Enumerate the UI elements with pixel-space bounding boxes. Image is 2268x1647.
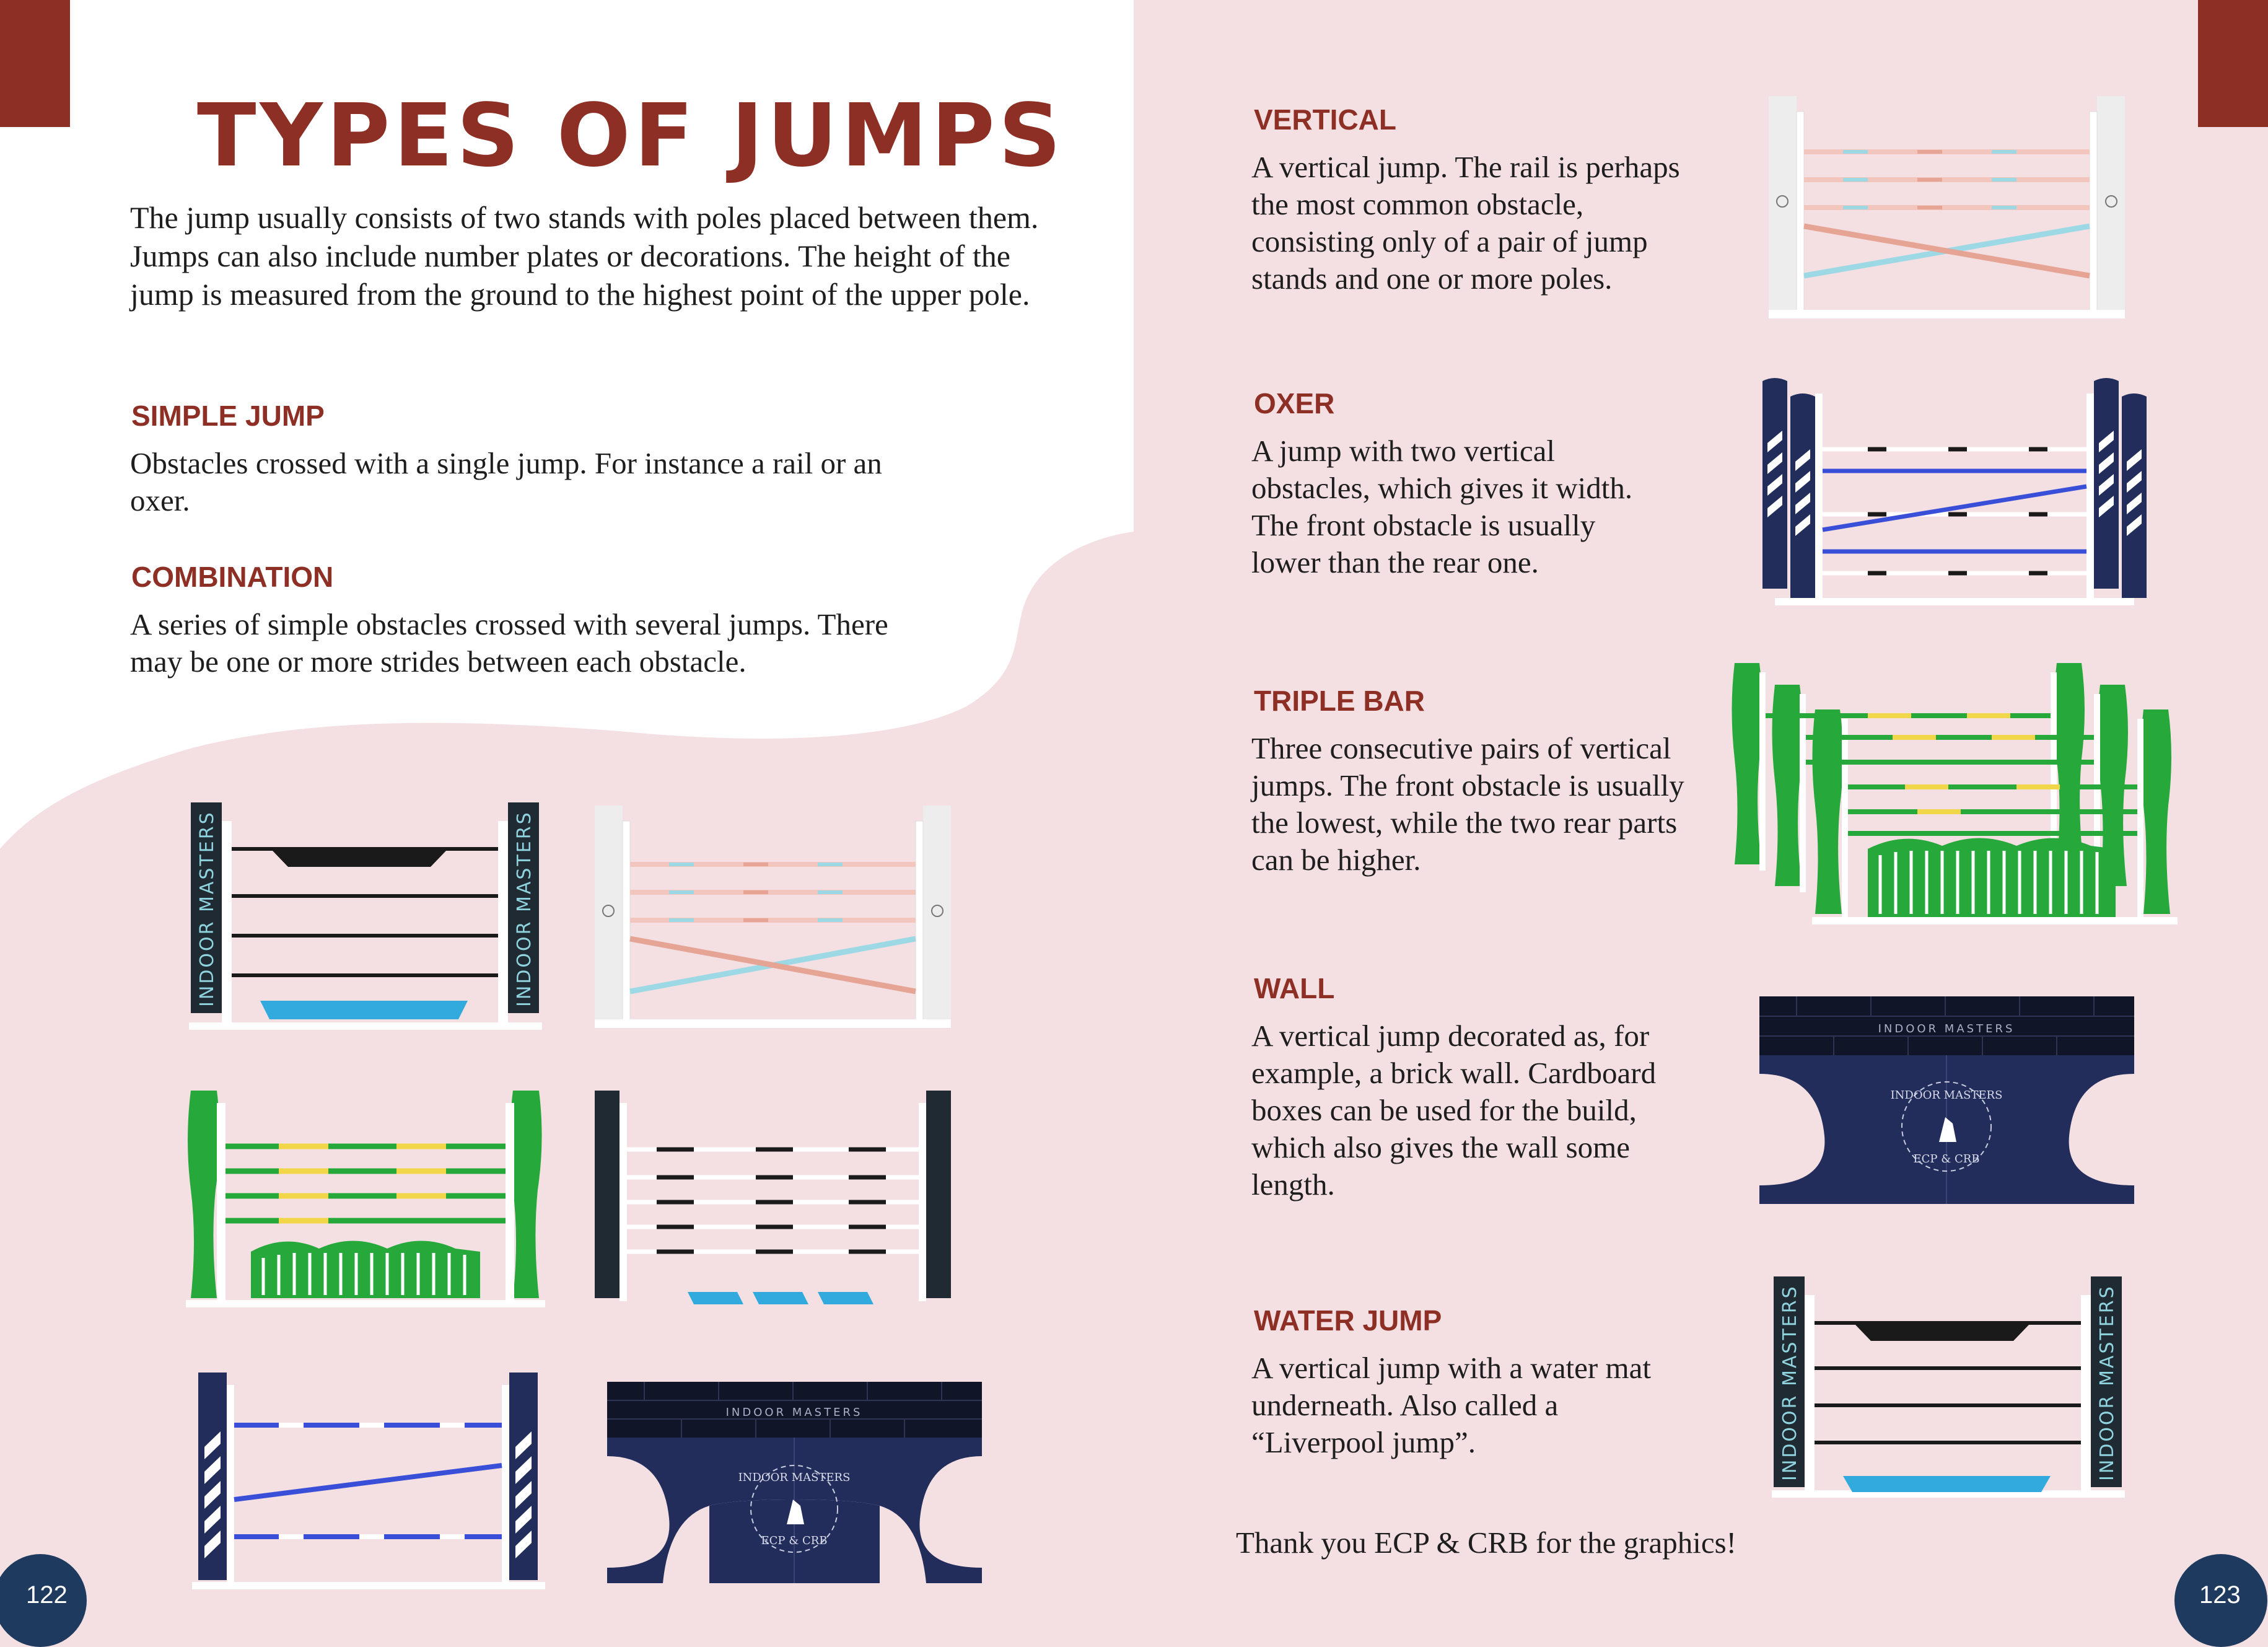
heading-wall: WALL [1254,972,1335,1004]
vertical-trays-illustration-left [595,1091,951,1304]
heading-water-jump: WATER JUMP [1254,1304,1442,1337]
water-jump-illustration-left: INDOOR MASTERS INDOOR MASTERS [189,802,542,1030]
text-triple-bar: Three consecutive pairs of vertical jump… [1251,731,1684,877]
wall-seal-text-bottom: ECP & CRB [761,1534,827,1547]
intro-paragraph: The jump usually consists of two stands … [130,200,1039,312]
heading-vertical: VERTICAL [1254,103,1396,136]
heading-combination: COMBINATION [131,561,334,593]
wall-seal-text: INDOOR MASTERS [1891,1089,2003,1102]
stand-brand-text: INDOOR MASTERS [2096,1285,2118,1481]
text-combination: A series of simple obstacles crossed wit… [130,607,888,679]
page-number-left: 122 [0,1554,87,1647]
wall-seal-text-bottom: ECP & CRB [1913,1153,1979,1166]
page-number-left-label: 122 [26,1581,68,1609]
vertical-illustration [1769,96,2125,318]
heading-triple-bar: TRIPLE BAR [1254,685,1425,717]
oxer-illustration [1762,378,2147,605]
oxer-illustration-left [192,1372,545,1589]
gate-panel [251,1241,480,1298]
page-title: TYPES OF JUMPS [197,86,1065,187]
corner-tab-right [2198,0,2268,127]
wall-band-text: INDOOR MASTERS [1878,1022,2015,1035]
water-tray [753,1292,808,1304]
stand-brand-text: INDOOR MASTERS [196,810,218,1007]
text-simple-jump: Obstacles crossed with a single jump. Fo… [130,446,882,517]
water-mat [1843,1476,2051,1492]
text-vertical: A vertical jump. The rail is perhaps the… [1251,150,1680,296]
water-mat [260,1001,468,1019]
stand-brand-text: INDOOR MASTERS [514,810,535,1007]
heading-simple-jump: SIMPLE JUMP [131,400,325,432]
corner-tab-left [0,0,70,127]
wall-band-text: INDOOR MASTERS [726,1406,863,1419]
wall-illustration-left: INDOOR MASTERS INDOOR MASTERS ECP & CRB [607,1382,982,1583]
white-curved-panel [0,0,1134,849]
stand-brand-text: INDOOR MASTERS [1779,1285,1801,1481]
wall-illustration: INDOOR MASTERS INDOOR MASTERS ECP & CRB [1759,996,2134,1204]
text-wall: A vertical jump decorated as, for exampl… [1251,1019,1657,1201]
page-number-right: 123 [2174,1554,2267,1647]
text-oxer: A jump with two vertical obstacles, whic… [1251,434,1633,579]
wall-seal-text: INDOOR MASTERS [738,1471,851,1484]
heading-oxer: OXER [1254,387,1335,419]
page-number-right-label: 123 [2199,1581,2241,1609]
triple-bar-illustration [1732,663,2178,925]
water-tray [688,1292,743,1304]
water-jump-illustration: INDOOR MASTERS INDOOR MASTERS [1772,1276,2125,1498]
gate-jump-illustration-left [186,1091,545,1307]
credits-text: Thank you ECP & CRB for the graphics! [1236,1526,1736,1560]
gate-panel [1868,838,2116,917]
vertical-cross-illustration-left [595,806,951,1028]
water-tray [818,1292,873,1304]
text-water-jump: A vertical jump with a water mat underne… [1251,1351,1651,1459]
